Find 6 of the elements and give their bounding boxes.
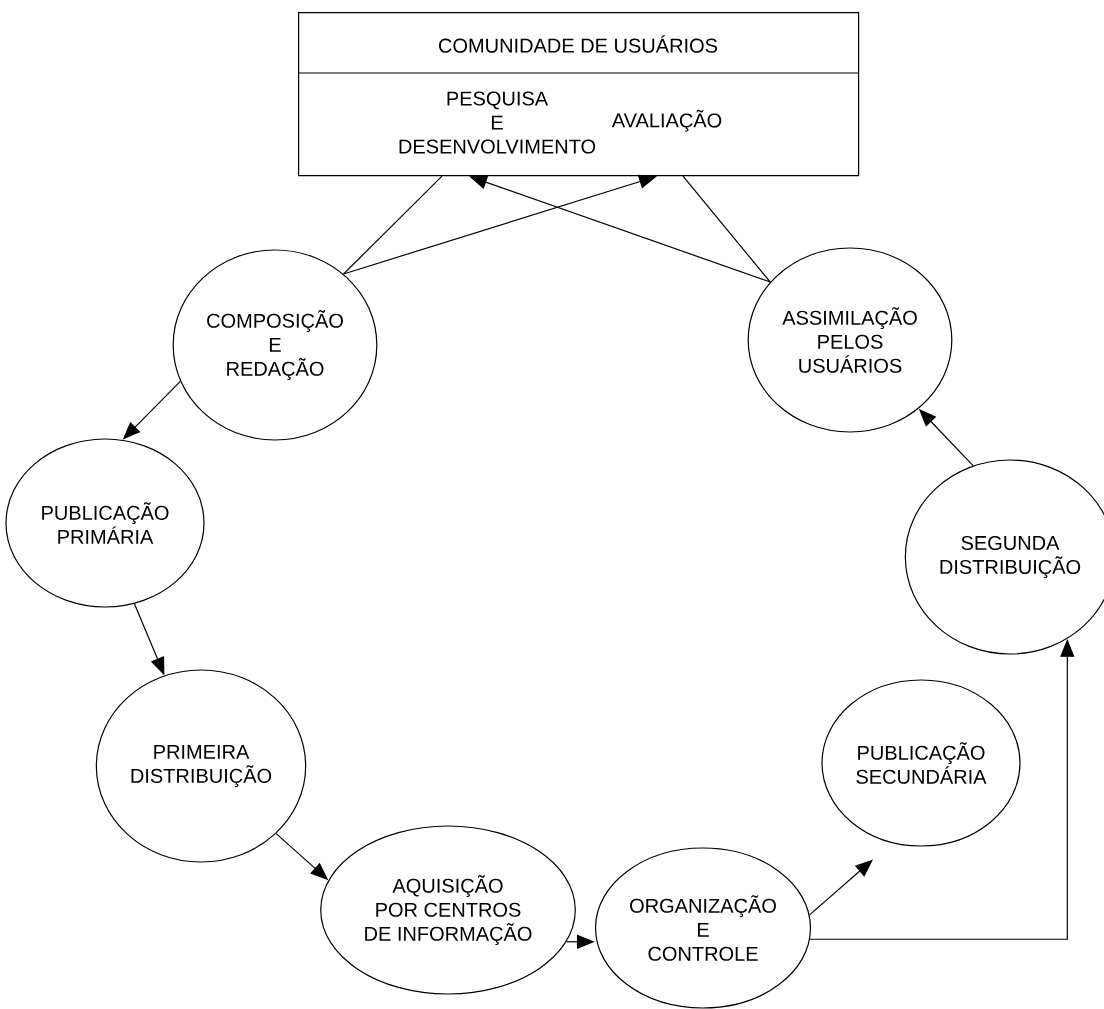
connector-line <box>342 175 443 275</box>
section-label: AVALIAÇÃO <box>611 109 722 132</box>
arrow <box>469 175 771 283</box>
connector-line <box>682 175 771 283</box>
arrow <box>342 174 657 275</box>
section-label: PESQUISA E DESENVOLVIMENTO <box>399 91 596 154</box>
